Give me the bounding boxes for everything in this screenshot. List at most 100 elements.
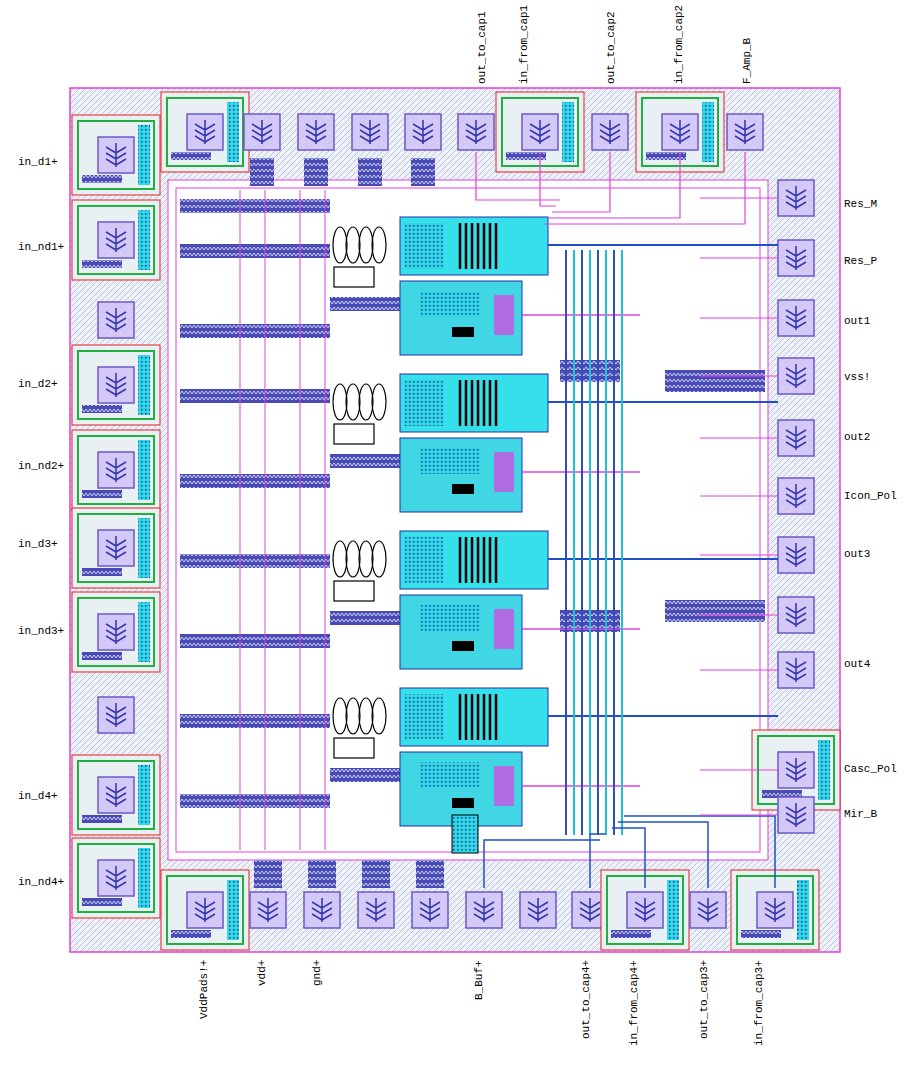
pad-strap <box>304 158 328 186</box>
transistor-array <box>404 694 444 740</box>
pad-wire <box>700 438 778 439</box>
esd-guard <box>167 876 243 944</box>
signal-wire <box>552 152 610 212</box>
pad-via-pattern <box>735 120 755 144</box>
esd-guard <box>78 844 154 912</box>
inductor-coil <box>359 698 373 734</box>
esd-cell <box>72 345 160 425</box>
bond-pad <box>98 222 134 258</box>
pin-name: out2 <box>844 432 870 443</box>
pad-via-pattern <box>258 898 278 922</box>
esd-strap <box>82 652 122 660</box>
inductor-coil <box>372 384 386 420</box>
bond-pad <box>352 114 388 150</box>
pad-via-pattern <box>765 898 785 922</box>
pad-via-pattern <box>530 120 550 144</box>
bond-pad <box>778 478 814 514</box>
pad-via-pattern <box>580 898 600 922</box>
bond-pad <box>757 892 793 928</box>
pin-name: in_from_cap3+ <box>754 960 765 1046</box>
finger-gates <box>460 694 496 740</box>
pad-strap <box>411 158 435 186</box>
bond-pad <box>520 892 556 928</box>
esd-strap <box>82 175 122 183</box>
metal-bus <box>330 454 400 468</box>
bus-line <box>565 250 567 835</box>
pin-name: F_Amp_B <box>742 38 753 84</box>
pad-via-pattern <box>420 898 440 922</box>
contact-row <box>452 327 474 337</box>
metal-bus <box>665 600 765 622</box>
pad-via-pattern <box>786 186 806 210</box>
bond-pad <box>458 114 494 150</box>
pad-via-pattern <box>786 543 806 567</box>
poly-resistor <box>494 609 514 649</box>
pad-via-pattern <box>786 603 806 627</box>
bond-pad <box>98 860 134 896</box>
pad-via-pattern <box>786 364 806 388</box>
bond-pad <box>690 892 726 928</box>
inductor-coil <box>333 541 347 577</box>
power-strap <box>265 190 266 850</box>
pin-name: in_d1+ <box>18 157 58 168</box>
pad-via-pattern <box>528 898 548 922</box>
pad-via-pattern <box>786 803 806 827</box>
signal-wire <box>548 152 680 218</box>
inductor-coil <box>372 541 386 577</box>
pin-name: in_d2+ <box>18 379 58 390</box>
bias-cell <box>452 815 478 853</box>
inductor-coil <box>346 541 360 577</box>
esd-guard <box>78 436 154 504</box>
bond-pad <box>412 892 448 928</box>
bias-block <box>400 595 522 669</box>
pin-name: in_nd3+ <box>18 626 64 637</box>
esd-cell <box>72 430 160 510</box>
pad-via-pattern <box>360 120 380 144</box>
transistor-array <box>420 291 480 317</box>
bond-pad <box>778 652 814 688</box>
esd-diode <box>138 518 150 578</box>
inductor-coil <box>333 698 347 734</box>
contact-row <box>452 484 474 494</box>
esd-strap <box>611 930 651 938</box>
device-outline <box>334 424 374 444</box>
metal-bus <box>180 244 330 258</box>
esd-guard <box>78 206 154 274</box>
esd-guard <box>78 514 154 582</box>
pad-via-pattern <box>786 658 806 682</box>
pin-name: Icon_Pol <box>844 491 897 502</box>
bond-pad <box>98 614 134 650</box>
pad-wire <box>700 376 778 377</box>
bus-line <box>605 250 607 835</box>
bias-block <box>400 438 522 512</box>
core-area <box>168 180 768 860</box>
pin-name: in_nd2+ <box>18 461 64 472</box>
signal-wire <box>590 834 606 888</box>
bond-pad <box>727 114 763 150</box>
transistor-array <box>420 448 480 474</box>
bus-line <box>613 250 615 835</box>
inductor-coil <box>359 227 373 263</box>
esd-strap <box>82 405 122 413</box>
esd-diode <box>138 125 150 185</box>
signal-wire <box>624 816 775 888</box>
pad-wire <box>700 555 778 556</box>
transistor-array <box>404 537 444 583</box>
esd-diode <box>667 880 679 940</box>
finger-gates <box>460 537 496 583</box>
pad-via-pattern <box>786 758 806 782</box>
pad-wire <box>700 258 778 259</box>
pad-via-pattern <box>106 866 126 890</box>
pad-via-pattern <box>106 783 126 807</box>
power-strap <box>325 190 326 850</box>
signal-wire <box>548 244 778 246</box>
inductor-coil <box>333 384 347 420</box>
esd-diode <box>818 740 830 800</box>
amplifier-block <box>400 531 548 589</box>
pin-name: B_Buf+ <box>474 960 485 1000</box>
poly-resistor <box>494 452 514 492</box>
signal-wire <box>612 828 645 888</box>
bus-line <box>581 250 583 835</box>
bond-pad <box>98 777 134 813</box>
